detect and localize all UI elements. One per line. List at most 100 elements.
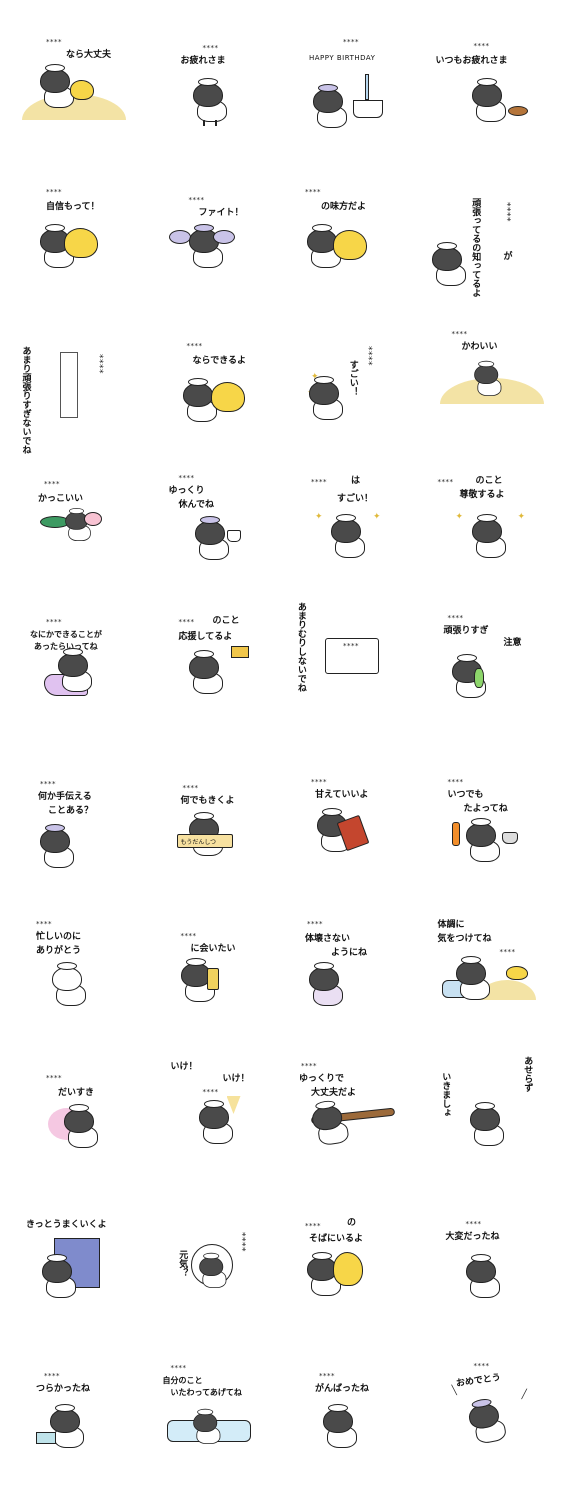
sticker-22[interactable]: **** 何でもきくよ もうだんしつ — [141, 750, 282, 898]
sign-text: もうだんしつ — [180, 839, 216, 846]
sticker-29[interactable]: **** だいすき — [0, 1046, 141, 1194]
sticker-33[interactable]: きっとうまくいくよ — [0, 1194, 141, 1342]
sparkle-icon: ✦ — [455, 512, 464, 522]
chick-character — [210, 382, 245, 412]
sheep-character — [327, 514, 377, 562]
sticker-caption: に会いたい — [190, 944, 236, 954]
sticker-23[interactable]: **** 甘えていいよ — [281, 750, 422, 898]
sticker-02[interactable]: **** お疲れさま — [141, 10, 282, 158]
sticker-04[interactable]: **** いつもお疲れさま — [422, 10, 562, 158]
sticker-31[interactable]: **** ゆっくりで 大丈夫だよ — [281, 1046, 422, 1194]
sticker-caption: 自信もって！ — [46, 202, 100, 212]
sticker-40[interactable]: **** おめでとう ╲ ╱ — [422, 1342, 562, 1490]
sticker-caption: 元気？ — [177, 1250, 188, 1277]
sticker-38[interactable]: **** 自分のこと いたわってあげてね — [141, 1342, 282, 1490]
sheep-character — [428, 242, 478, 290]
sticker-caption: 頑張りすぎ — [443, 626, 489, 636]
sticker-caption-line2: あったらいってね — [34, 642, 98, 651]
sheep-character — [468, 514, 518, 562]
sparkle-icon: ╲ — [451, 1386, 457, 1396]
sticker-30[interactable]: いけ！ いけ！ **** — [141, 1046, 282, 1194]
sticker-32[interactable]: あせらず いきましょ — [422, 1046, 562, 1194]
sticker-21[interactable]: **** 何か手伝える ことある？ — [0, 750, 141, 898]
placeholder-name: **** — [170, 1364, 187, 1372]
sticker-25[interactable]: **** 忙しいのに ありがとう — [0, 898, 141, 1046]
sheep-character — [462, 1394, 520, 1450]
placeholder-name: **** — [305, 188, 321, 196]
sticker-caption-line2: 尊敬するよ — [459, 490, 505, 500]
placeholder-name: **** — [311, 778, 327, 786]
sticker-13[interactable]: **** かっこいい — [0, 454, 141, 602]
sticker-caption: 忙しいのに — [36, 932, 82, 942]
sticker-16[interactable]: **** のこと 尊敬するよ ✦ ✦ — [422, 454, 562, 602]
placeholder-name: **** — [178, 618, 195, 626]
sticker-caption: いつでも — [447, 790, 484, 800]
sticker-35[interactable]: **** の そばにいるよ — [281, 1194, 422, 1342]
sticker-caption-line2: 注意 — [503, 638, 522, 648]
sticker-27[interactable]: **** 体壊さない ようにね — [281, 898, 422, 1046]
sticker-caption: あまり頑張りすぎないでね — [20, 346, 31, 454]
sticker-06[interactable]: **** ファイト！ — [141, 158, 282, 306]
sheep-character — [468, 78, 518, 126]
sticker-37[interactable]: **** つらかったね — [0, 1342, 141, 1490]
sticker-caption: あせらず — [522, 1056, 533, 1092]
placeholder-name: **** — [307, 920, 323, 928]
sticker-caption: ゆっくり — [168, 486, 205, 496]
sticker-caption: 頑張ってるの知ってるよ — [470, 198, 481, 297]
sticker-05[interactable]: **** 自信もって！ — [0, 158, 141, 306]
sticker-caption-line2: ことある？ — [48, 806, 94, 816]
sticker-caption: かっこいい — [38, 494, 84, 504]
sticker-28[interactable]: 体調に 気をつけてね **** — [422, 898, 562, 1046]
sticker-17[interactable]: **** なにかできることが あったらいってね — [0, 602, 141, 750]
placeholder-name: **** — [40, 780, 56, 788]
sticker-12[interactable]: **** かわいい — [422, 306, 562, 454]
sheep-character — [60, 1104, 110, 1152]
placeholder-name: **** — [182, 784, 199, 792]
candle-icon — [365, 74, 369, 100]
sticker-01[interactable]: **** なら大丈夫 — [0, 10, 141, 158]
placeholder-name: **** — [501, 202, 512, 222]
sheep-character — [36, 824, 86, 872]
sticker-18[interactable]: **** のこと 応援してるよ — [141, 602, 282, 750]
sticker-03[interactable]: **** HAPPY BIRTHDAY — [281, 10, 422, 158]
sticker-caption: きっとうまくいくよ — [26, 1220, 107, 1230]
placeholder-name: **** — [451, 330, 468, 338]
sticker-19[interactable]: あまりむりしないでね **** — [281, 602, 422, 750]
flag-icon — [230, 646, 249, 658]
placeholder-name: **** — [44, 480, 60, 488]
sticker-34[interactable]: 元気？ **** — [141, 1194, 282, 1342]
placeholder-name: **** — [437, 478, 454, 486]
sheep-character — [191, 516, 241, 564]
sticker-26[interactable]: **** に会いたい — [141, 898, 282, 1046]
sheep-character — [448, 654, 498, 702]
sheep-character — [466, 1102, 516, 1150]
sticker-08[interactable]: 頑張ってるの知ってるよ **** が — [422, 158, 562, 306]
sticker-caption-line2: すごい！ — [337, 494, 374, 504]
sheep-character — [185, 650, 235, 698]
sticker-39[interactable]: **** がんばったね — [281, 1342, 422, 1490]
sticker-caption-line2: 大丈夫だよ — [311, 1088, 357, 1098]
placeholder-name: **** — [202, 44, 219, 52]
sheep-character — [46, 1404, 96, 1452]
sticker-caption: の — [347, 1218, 357, 1228]
sheep-character — [309, 84, 359, 132]
sticker-10[interactable]: **** ならできるよ — [141, 306, 282, 454]
sticker-caption-line2: 休んでね — [178, 500, 215, 510]
placeholder-name: **** — [186, 342, 203, 350]
sticker-14[interactable]: **** ゆっくり 休んでね — [141, 454, 282, 602]
placeholder-name: **** — [236, 1232, 247, 1252]
sheep-character — [319, 1404, 369, 1452]
sticker-caption: ゆっくりで — [299, 1074, 345, 1084]
sheep-character — [54, 648, 104, 696]
sticker-caption: 甘えていいよ — [315, 790, 369, 800]
sticker-caption: がんばったね — [315, 1384, 370, 1394]
bottle-icon — [473, 668, 484, 688]
sticker-24[interactable]: **** いつでも たよってね — [422, 750, 562, 898]
sticker-15[interactable]: **** は すごい！ ✦ ✦ — [281, 454, 422, 602]
sticker-09[interactable]: あまり頑張りすぎないでね **** — [0, 306, 141, 454]
sticker-36[interactable]: **** 大変だったね — [422, 1194, 562, 1342]
sticker-11[interactable]: ✦ ✦ すごい！ **** — [281, 306, 422, 454]
sticker-20[interactable]: **** 頑張りすぎ 注意 — [422, 602, 562, 750]
sticker-caption: つらかったね — [36, 1384, 91, 1394]
sticker-07[interactable]: **** の味方だよ — [281, 158, 422, 306]
